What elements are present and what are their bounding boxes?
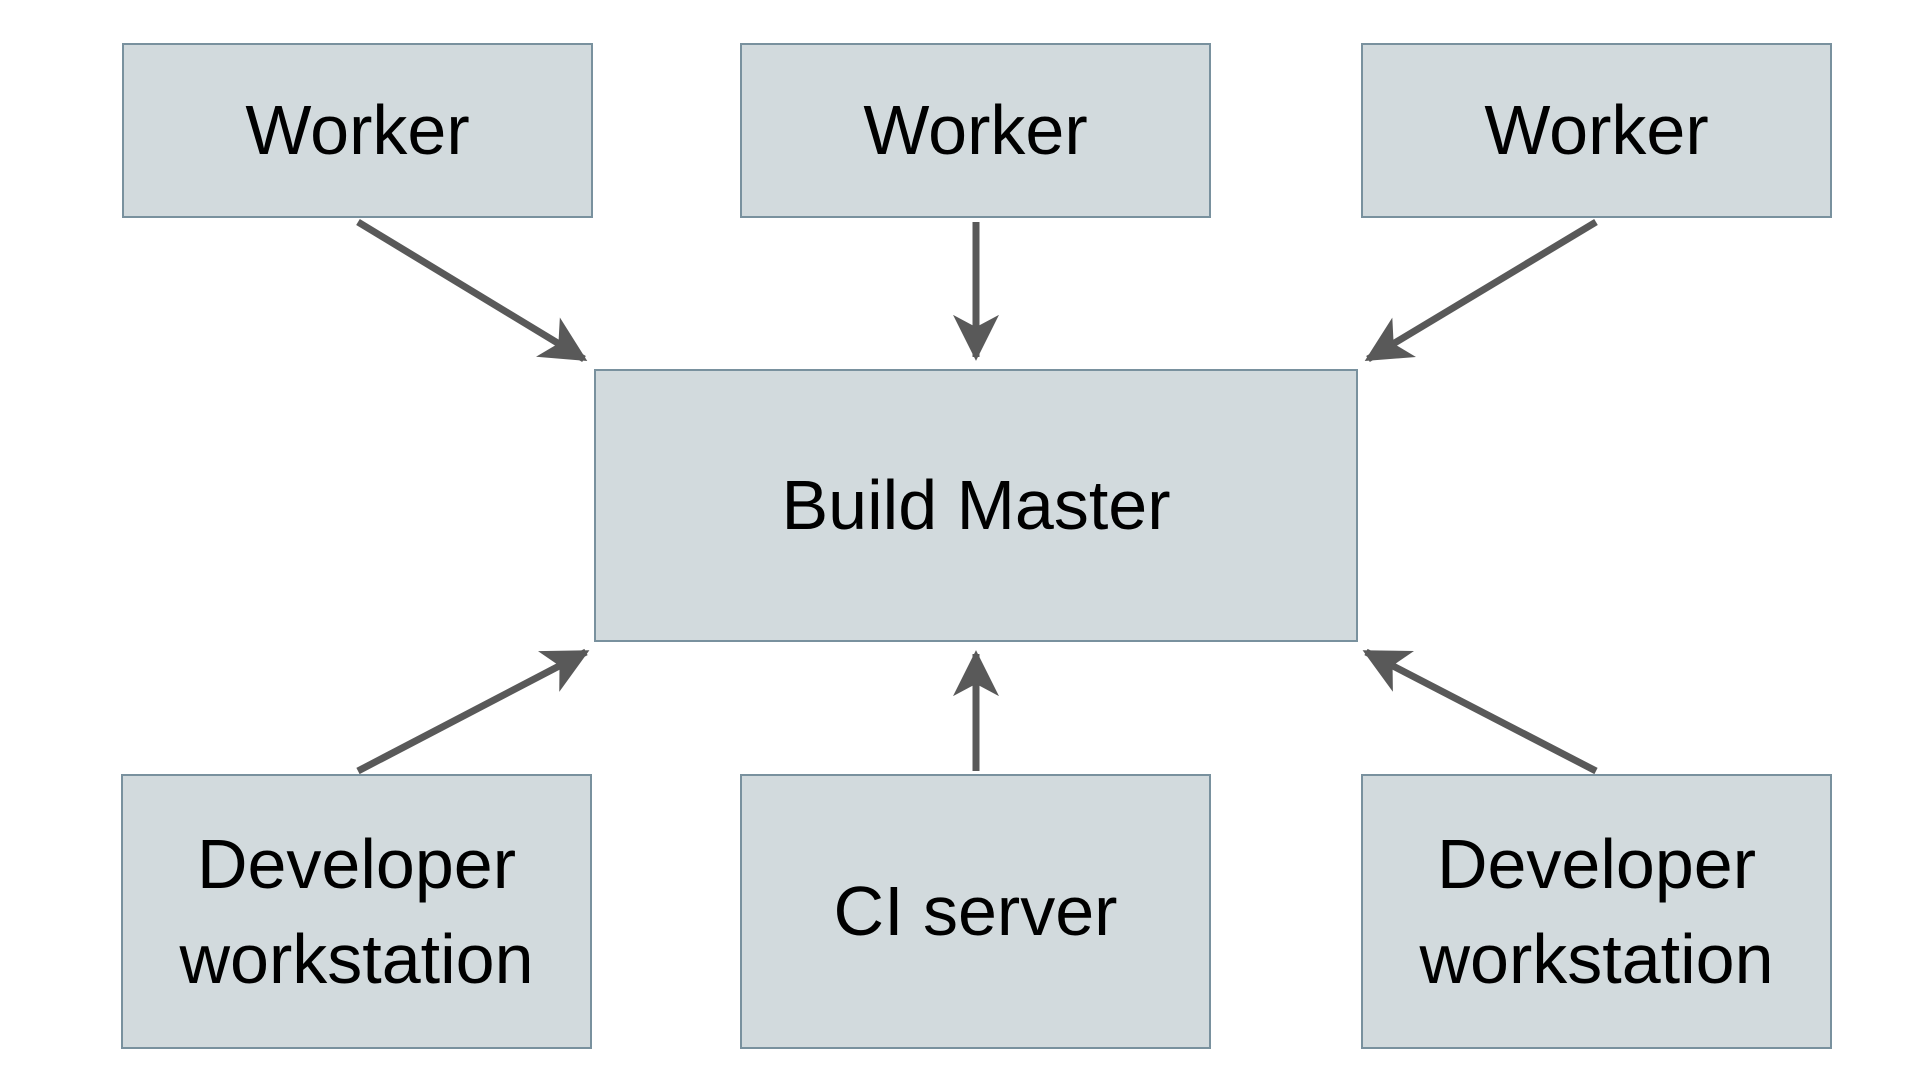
node-worker-right: Worker	[1361, 43, 1832, 218]
node-worker-right-label: Worker	[1484, 91, 1709, 170]
node-worker-left: Worker	[122, 43, 593, 218]
node-ci-server-label: CI server	[833, 872, 1118, 951]
node-worker-left-label: Worker	[245, 91, 470, 170]
node-developer-workstation-left-label: Developer workstation	[179, 825, 534, 998]
arrow-dev-right-to-build-master	[1362, 648, 1598, 775]
node-developer-workstation-right-label: Developer workstation	[1419, 825, 1774, 998]
arrow-dev-left-to-build-master	[356, 648, 590, 775]
node-developer-workstation-left: Developer workstation	[121, 774, 592, 1049]
node-build-master-label: Build Master	[781, 466, 1171, 545]
arrow-worker-left-to-build-master	[356, 219, 588, 362]
node-build-master: Build Master	[594, 369, 1358, 642]
node-worker-middle: Worker	[740, 43, 1211, 218]
node-ci-server: CI server	[740, 774, 1211, 1049]
node-developer-workstation-right: Developer workstation	[1361, 774, 1832, 1049]
node-worker-middle-label: Worker	[863, 91, 1088, 170]
arrow-worker-right-to-build-master	[1364, 218, 1598, 363]
